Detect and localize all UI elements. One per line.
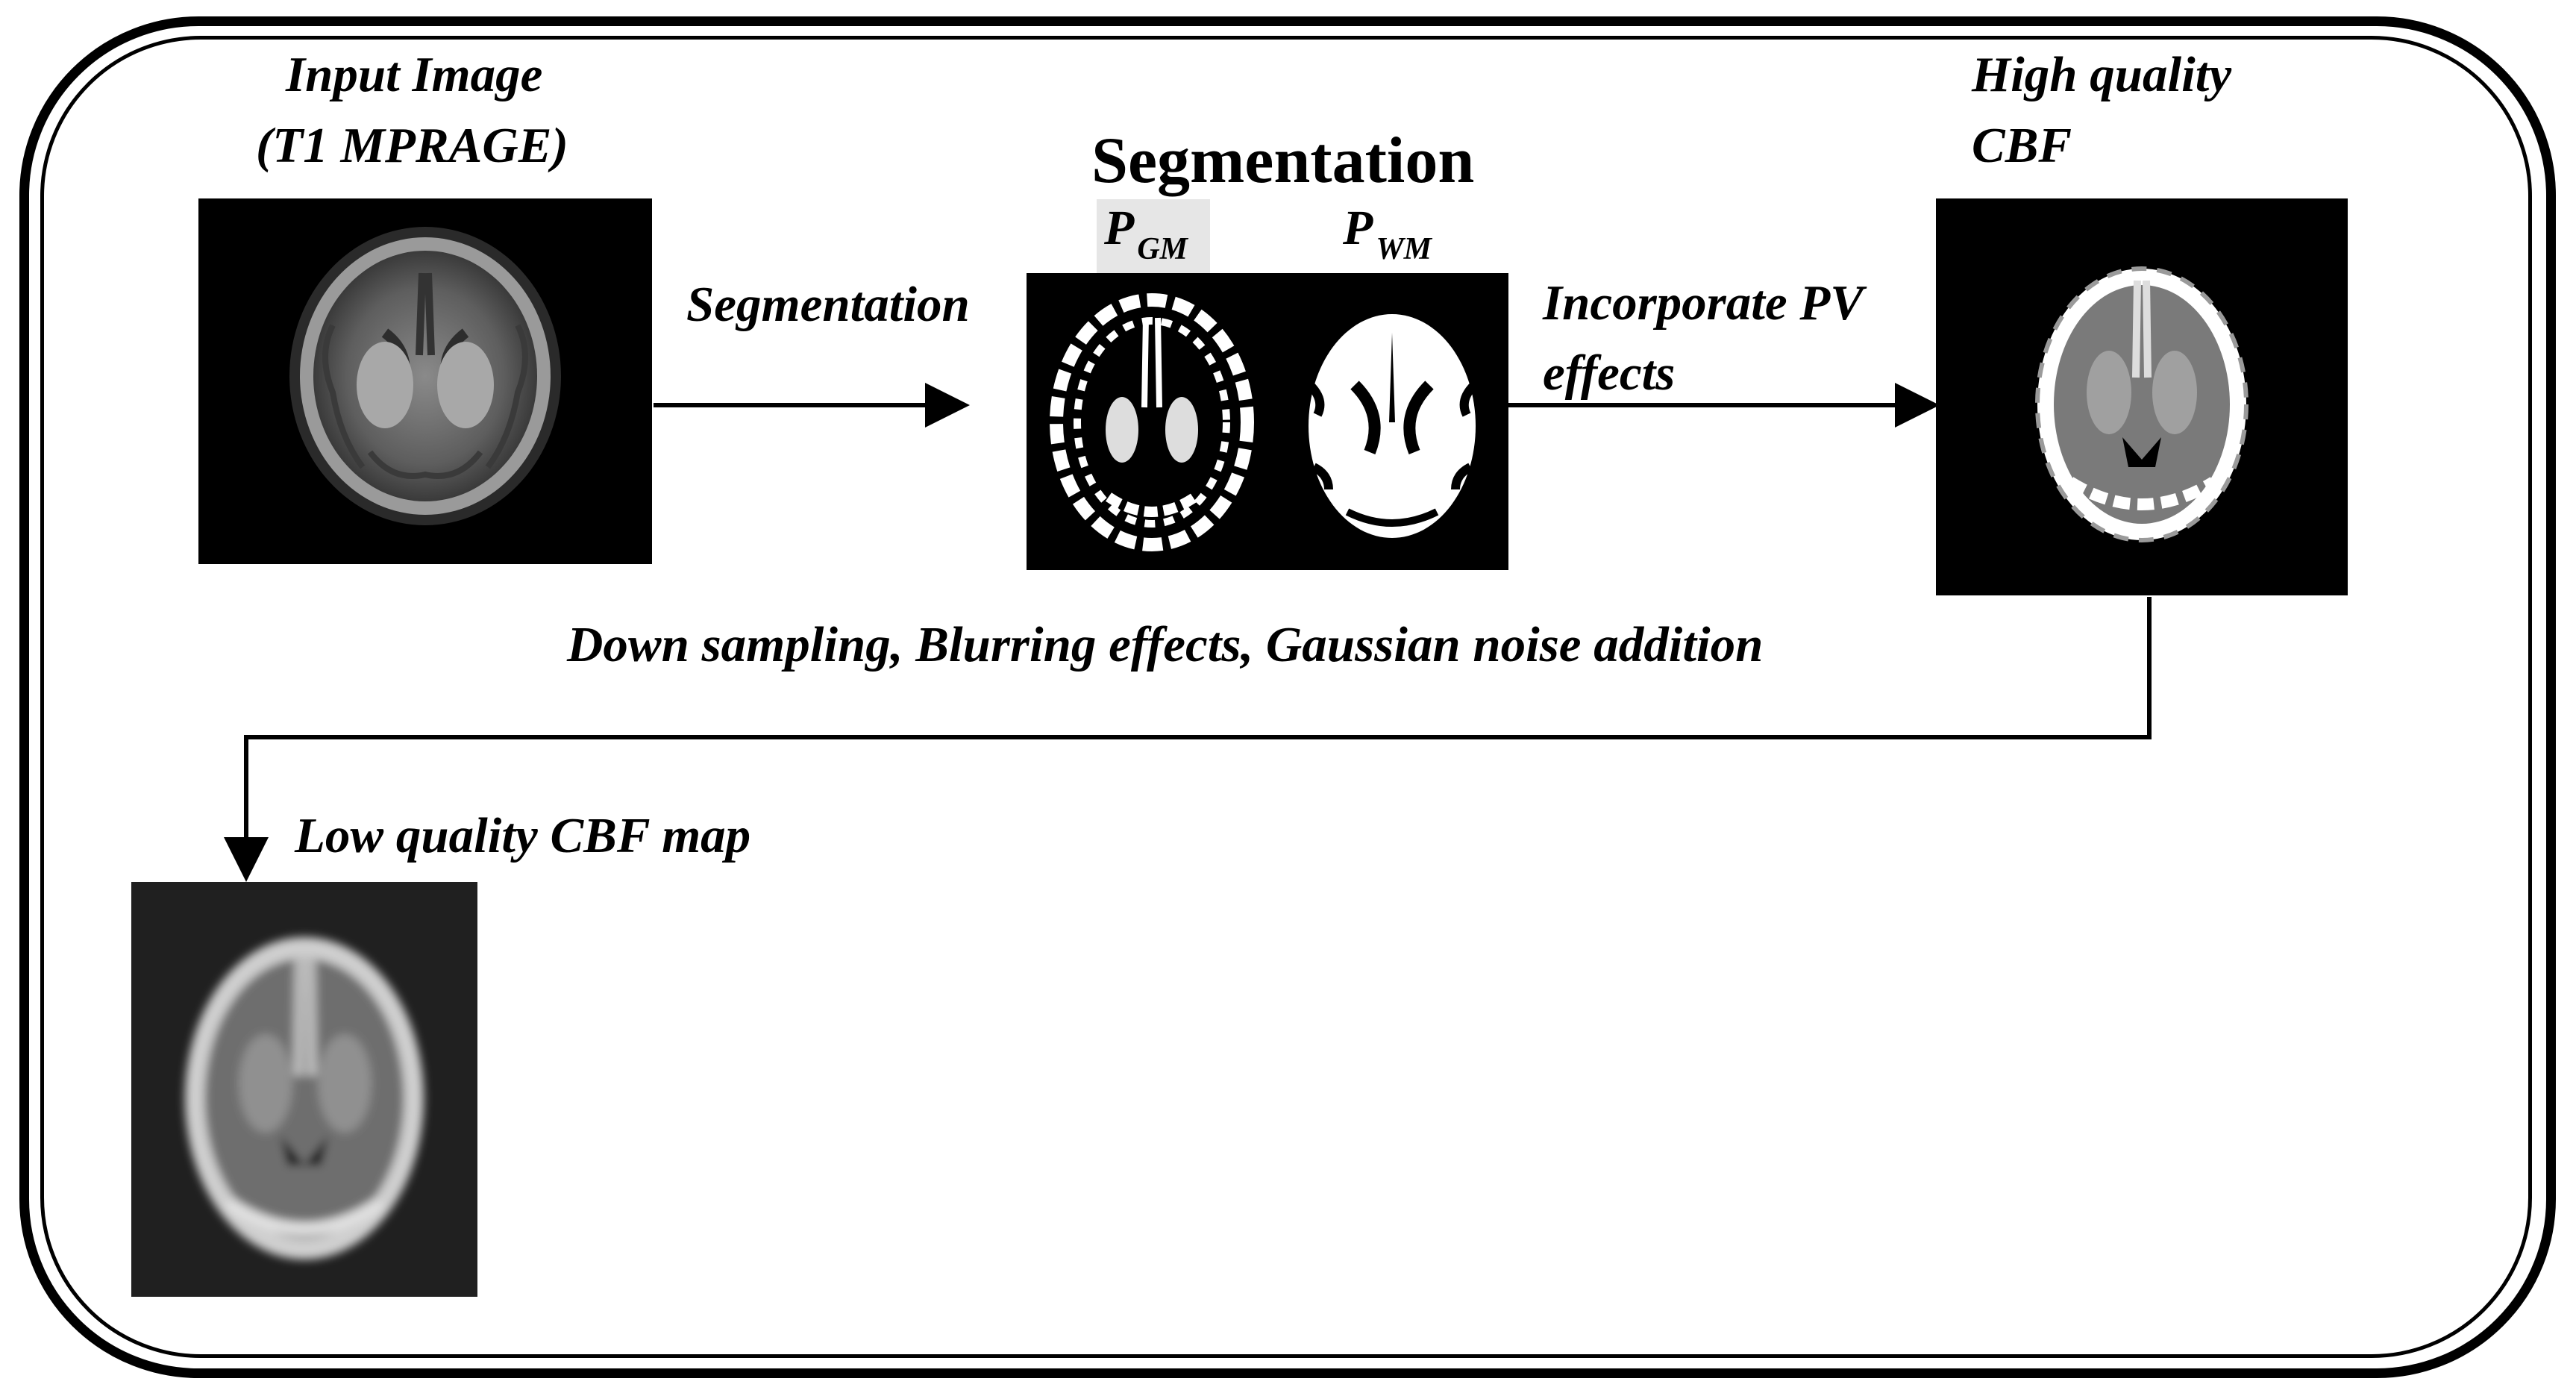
input-image-sublabel: (T1 MPRAGE) [256,118,568,173]
segmentation-maps [1027,273,1508,570]
wm-probability-map [1306,314,1478,538]
t1-mprage-image [198,198,652,564]
segmentation-arrow-label: Segmentation [686,277,970,332]
input-image-label: Input Image [286,47,543,102]
degradation-label: Down sampling, Blurring effects, Gaussia… [567,617,1764,672]
pv-label-line1: Incorporate PV [1543,275,1864,331]
outer-border [19,16,2556,1378]
pwm-label: PWM [1343,201,1432,266]
pgm-label: PGM [1104,201,1188,266]
gm-probability-map [1050,293,1254,551]
hq-cbf-sublabel: CBF [1972,118,2072,173]
low-quality-cbf-image [131,882,477,1297]
hq-cbf-label: High quality [1972,47,2232,102]
segmentation-title: Segmentation [1091,125,1475,197]
high-quality-cbf-image [1936,198,2348,595]
lq-cbf-label: Low quality CBF map [295,808,751,863]
pv-label-line2: effects [1543,345,1676,401]
inner-border [40,36,2532,1358]
